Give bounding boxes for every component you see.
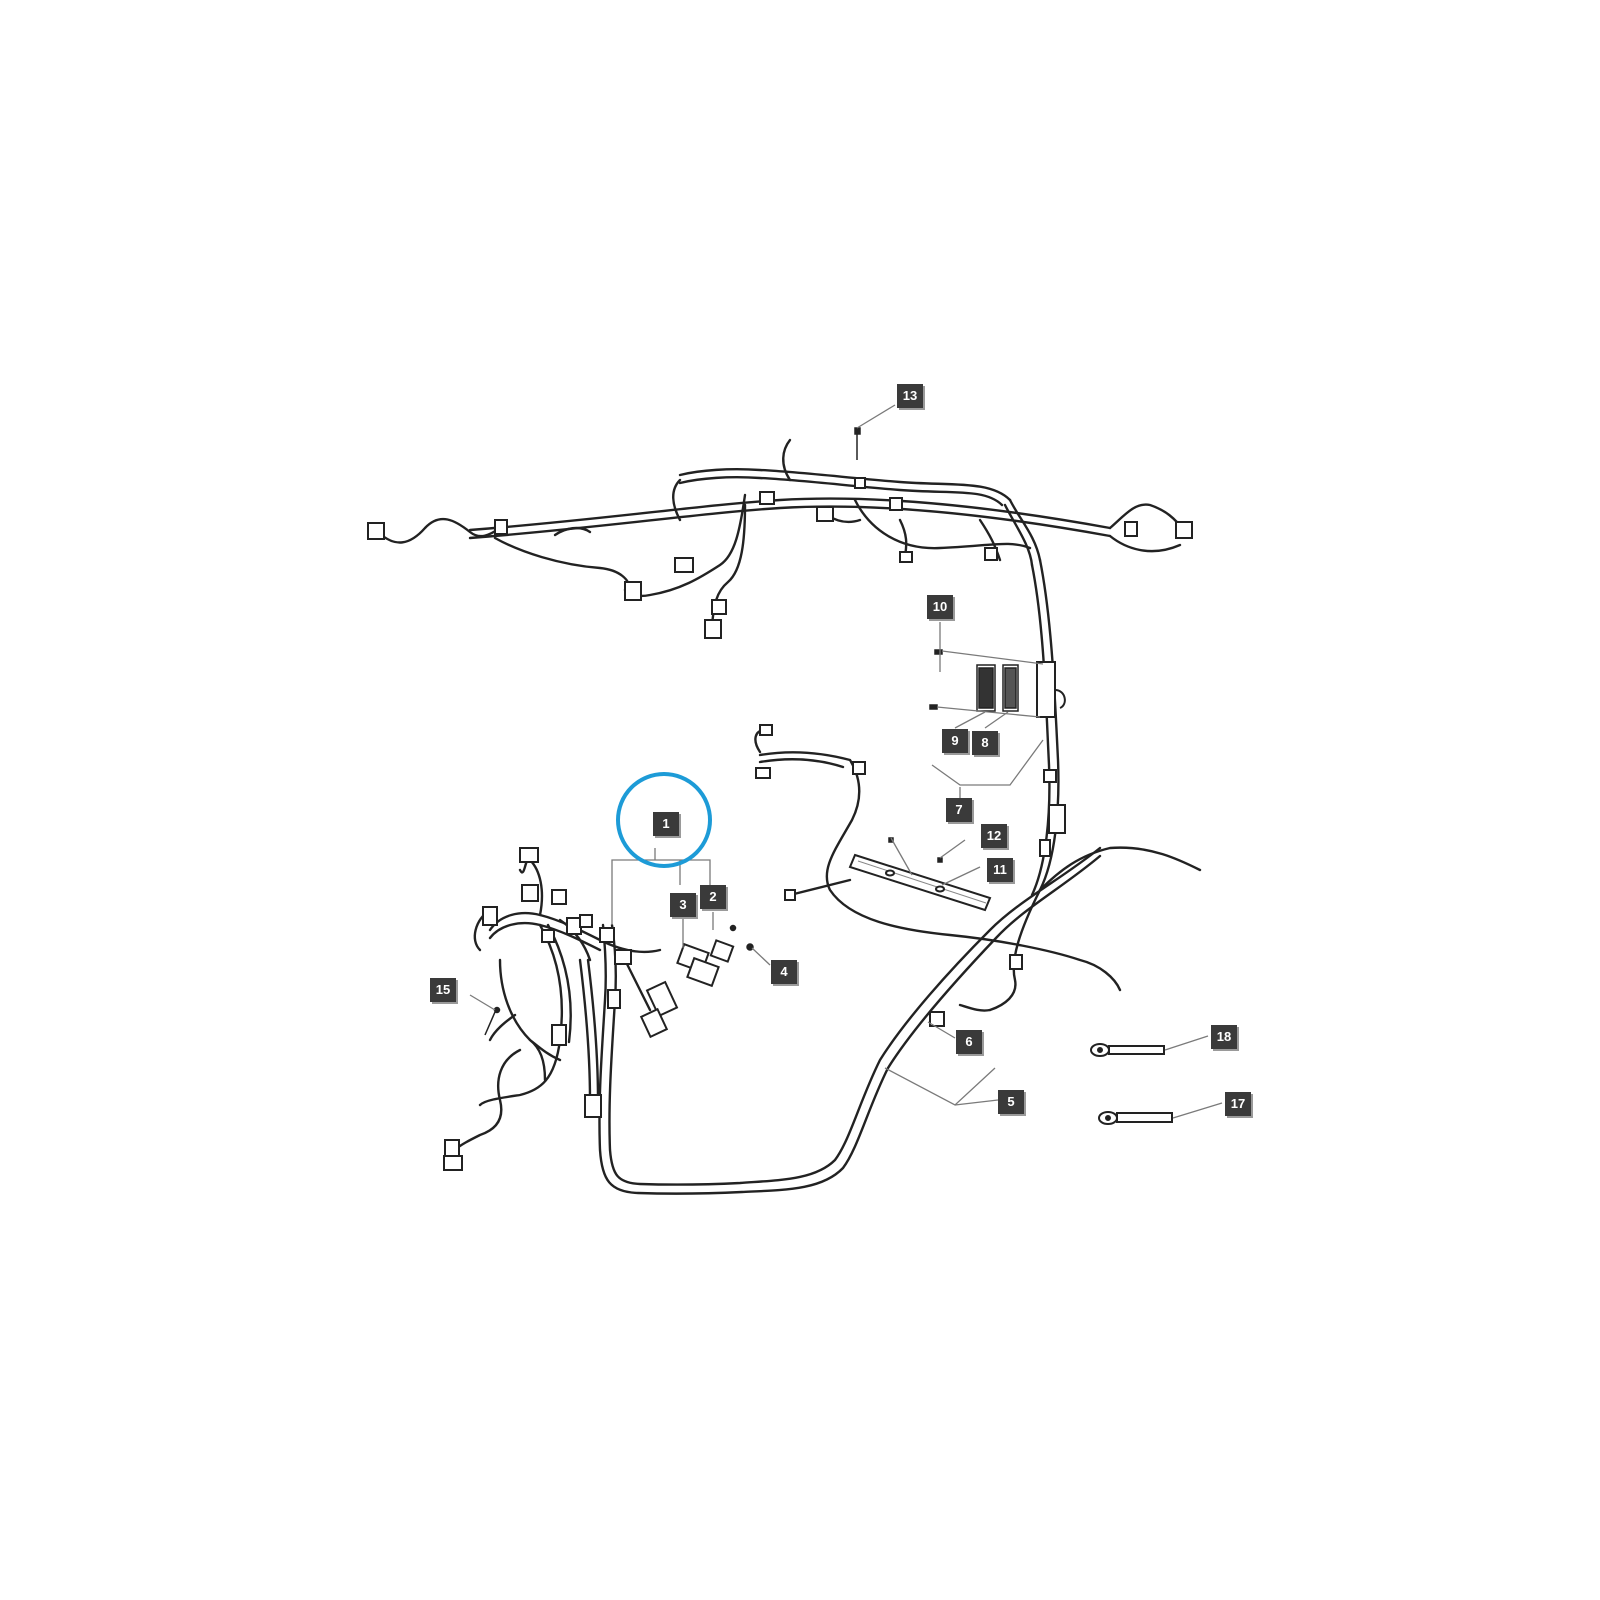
callout-5: 5 xyxy=(998,1090,1024,1114)
callout-2: 2 xyxy=(700,885,726,909)
callout-9: 9 xyxy=(942,729,968,753)
small-parts xyxy=(484,427,943,1036)
callout-12: 12 xyxy=(981,824,1007,848)
relays xyxy=(639,939,735,1039)
right-branch xyxy=(958,558,1202,1012)
left-harness-connectors xyxy=(443,847,632,1171)
fuse-box xyxy=(1036,661,1066,857)
callout-3: 3 xyxy=(670,893,696,917)
callout-10: 10 xyxy=(927,595,953,619)
leader-lines xyxy=(469,404,1223,1119)
callout-6: 6 xyxy=(956,1030,982,1054)
bracket xyxy=(848,853,992,912)
lower-harness xyxy=(598,846,1102,1195)
callout-18: 18 xyxy=(1211,1025,1237,1049)
middle-harness-connectors xyxy=(755,724,1023,1027)
callout-7: 7 xyxy=(946,798,972,822)
highlight-circle xyxy=(616,772,712,868)
callout-1: 1 xyxy=(653,812,679,836)
callout-15: 15 xyxy=(430,978,456,1002)
battery-cables xyxy=(1090,1043,1173,1125)
callout-13: 13 xyxy=(897,384,923,408)
upper-harness-connectors xyxy=(367,477,1193,639)
callout-11: 11 xyxy=(987,858,1013,882)
fuse-cards xyxy=(976,664,1019,712)
callout-4: 4 xyxy=(771,960,797,984)
callout-17: 17 xyxy=(1225,1092,1251,1116)
callout-8: 8 xyxy=(972,731,998,755)
